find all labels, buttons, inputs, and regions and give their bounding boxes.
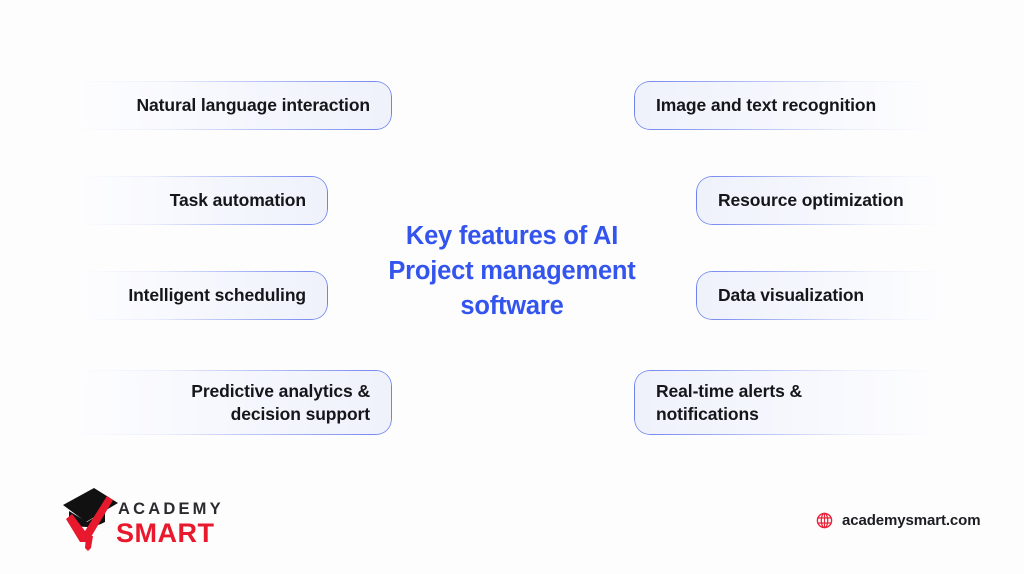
feature-pill-real-time-alerts[interactable]: Real-time alerts & notifications — [634, 370, 940, 435]
feature-pill-predictive-analytics[interactable]: Predictive analytics & decision support — [72, 370, 392, 435]
feature-pill-label: Real-time alerts & notifications — [656, 381, 803, 424]
feature-pill-task-automation[interactable]: Task automation — [76, 176, 328, 225]
feature-pill-label: Image and text recognition — [656, 95, 877, 116]
logo-word-smart: SMART — [116, 518, 215, 548]
feature-pill-intelligent-scheduling[interactable]: Intelligent scheduling — [78, 271, 328, 320]
academy-smart-logo[interactable]: ACADEMY SMART — [56, 484, 221, 552]
feature-pill-label: Natural language interaction — [136, 95, 371, 116]
website-url-text: academysmart.com — [842, 512, 981, 529]
logo-word-academy: ACADEMY — [118, 500, 221, 518]
feature-pill-label: Intelligent scheduling — [128, 285, 306, 306]
globe-icon — [816, 512, 833, 529]
feature-pill-data-visualization[interactable]: Data visualization — [696, 271, 946, 320]
feature-pill-label: Data visualization — [718, 285, 865, 306]
feature-pill-label: Task automation — [169, 190, 306, 211]
red-check-pen-icon — [66, 496, 113, 551]
feature-pill-label: Predictive analytics & decision support — [191, 381, 370, 424]
feature-pill-label: Resource optimization — [718, 190, 904, 211]
page-title: Key features of AI Project management so… — [388, 222, 636, 321]
feature-pill-natural-language-interaction[interactable]: Natural language interaction — [72, 81, 392, 130]
feature-pill-resource-optimization[interactable]: Resource optimization — [696, 176, 946, 225]
website-link[interactable]: academysmart.com — [816, 512, 981, 529]
feature-pill-image-and-text-recognition[interactable]: Image and text recognition — [634, 81, 940, 130]
